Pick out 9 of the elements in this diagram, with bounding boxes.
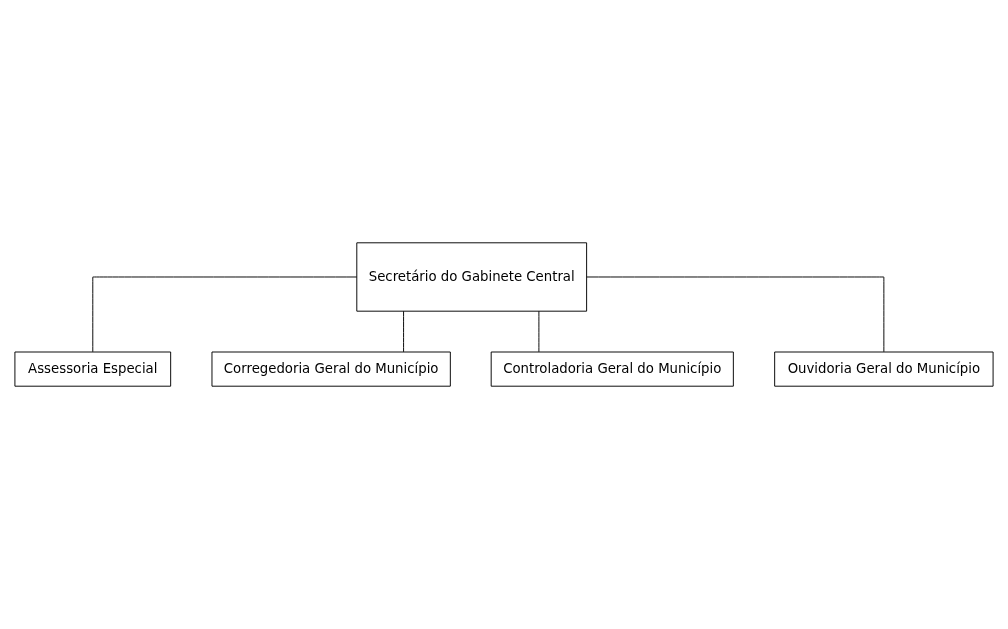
node-box: Ouvidoria Geral do Município bbox=[774, 351, 994, 387]
connector bbox=[92, 276, 358, 353]
connector bbox=[586, 276, 885, 353]
node-box: Controladoria Geral do Município bbox=[490, 351, 734, 387]
node-box: Assessoria Especial bbox=[14, 351, 172, 387]
connector bbox=[403, 310, 405, 353]
node-box: Corregedoria Geral do Município bbox=[211, 351, 451, 387]
connector bbox=[538, 310, 540, 353]
node-box: Secretário do Gabinete Central bbox=[356, 242, 588, 312]
